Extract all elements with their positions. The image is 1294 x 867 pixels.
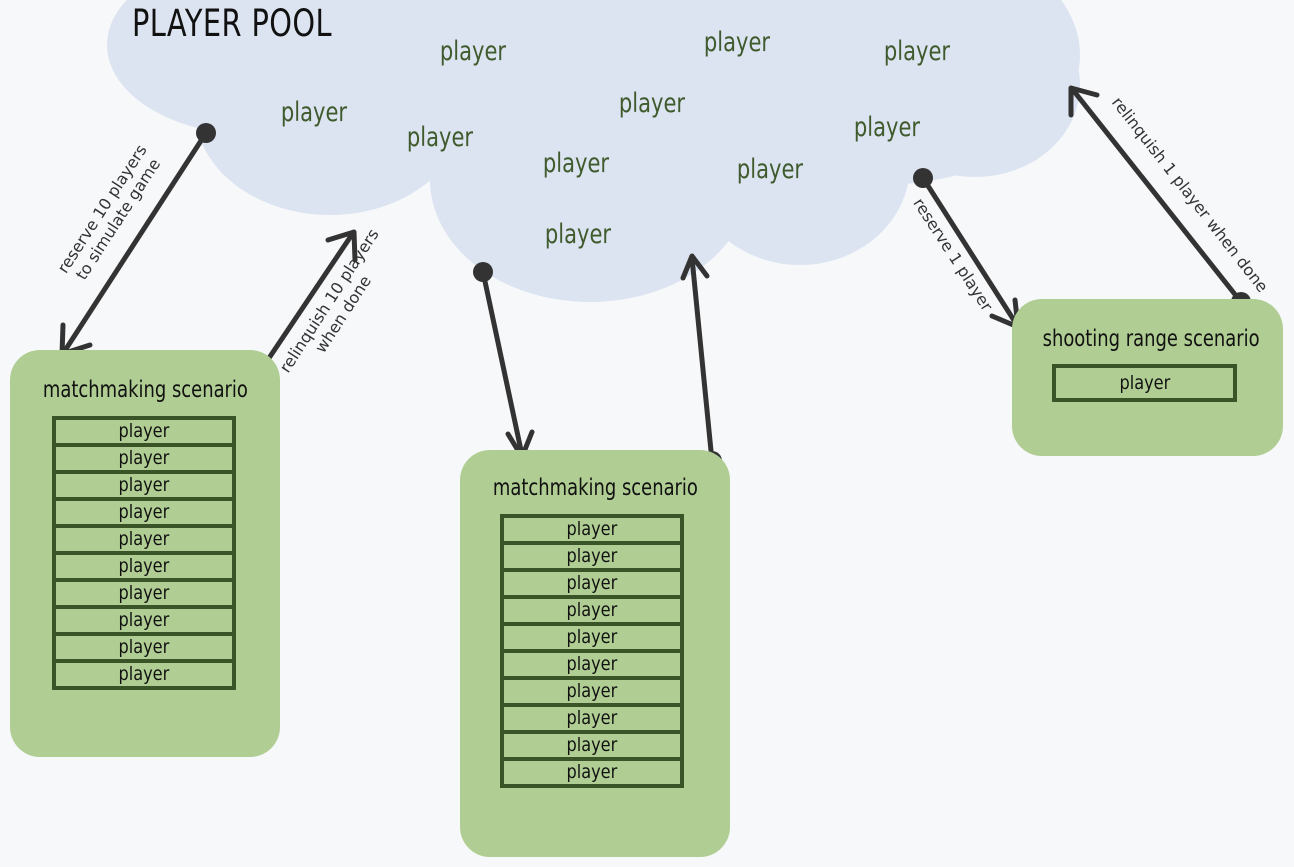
- scenario-title: matchmaking scenario: [42, 377, 248, 403]
- pool-player: player: [618, 88, 686, 119]
- pool-player: player: [542, 148, 610, 179]
- pool-title: PLAYER POOL: [132, 2, 332, 45]
- pool-player: player: [544, 219, 612, 250]
- arrow-reserve-1: [920, 175, 1021, 330]
- arrow-origin-dot: [913, 168, 933, 188]
- scenario-box-matchmaking-middle: matchmaking scenario player player playe…: [460, 450, 730, 857]
- player-slot: player: [500, 757, 684, 788]
- arrow-reserve-middle: [480, 269, 535, 460]
- arrow-relinquish-1: [1068, 85, 1244, 305]
- pool-player: player: [406, 122, 474, 153]
- player-slot: player: [52, 497, 236, 528]
- player-slot-list: player player player player player playe…: [500, 514, 684, 788]
- pool-player: player: [439, 36, 507, 67]
- pool-player: player: [280, 97, 348, 128]
- player-slot: player: [500, 541, 684, 572]
- player-pool-cloud: [107, 0, 1080, 302]
- player-slot: player: [1052, 364, 1237, 402]
- pool-player: player: [853, 112, 921, 143]
- player-slot: player: [52, 659, 236, 690]
- player-slot: player: [500, 730, 684, 761]
- arrow-relinquish-10: [260, 229, 358, 370]
- player-slot: player: [500, 568, 684, 599]
- arrow-origin-dot: [196, 123, 216, 143]
- pool-player: player: [703, 27, 771, 58]
- pool-player: player: [736, 154, 804, 185]
- arrow-relinquish-middle: [680, 253, 715, 464]
- scenario-box-matchmaking-left: matchmaking scenario player player playe…: [10, 350, 280, 757]
- pool-player: player: [883, 36, 951, 67]
- scenario-title: shooting range scenario: [1042, 326, 1260, 352]
- scenario-box-shooting-range: shooting range scenario player: [1012, 299, 1283, 456]
- scenario-title: matchmaking scenario: [492, 475, 698, 501]
- arrow-origin-dot: [473, 262, 493, 282]
- player-slot-list: player: [1052, 364, 1237, 402]
- player-slot-list: player player player player player playe…: [52, 416, 236, 690]
